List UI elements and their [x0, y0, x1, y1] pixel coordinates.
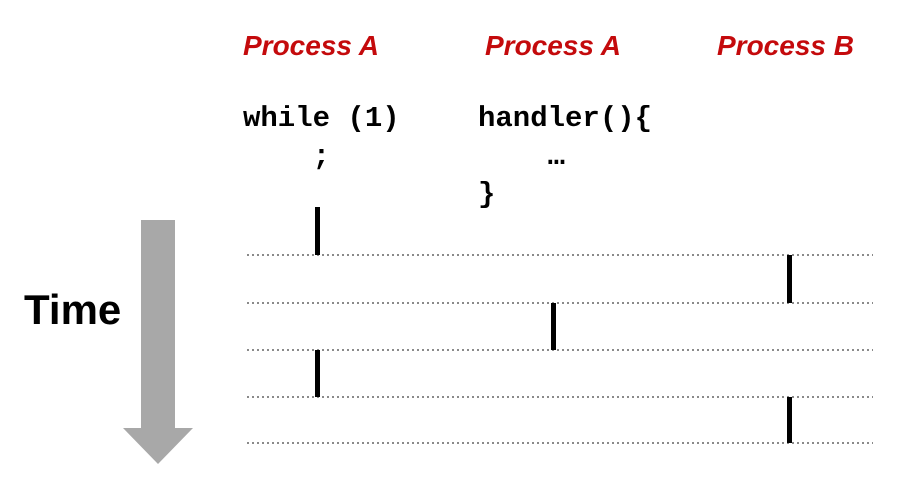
- timeline-dotted-line: [247, 396, 873, 398]
- execution-segment-tick: [787, 255, 792, 303]
- column-header-process-a-2: Process A: [485, 30, 621, 61]
- code-signal-handler: handler(){ … }: [478, 102, 653, 211]
- column-header-process-a-1: Process A: [243, 30, 379, 61]
- execution-segment-tick: [315, 350, 320, 397]
- column-header-process-b: Process B: [717, 30, 854, 61]
- timeline-dotted-line: [247, 349, 873, 351]
- execution-segment-tick: [787, 397, 792, 443]
- timeline-dotted-line: [247, 442, 873, 444]
- code-while-loop: while (1) ;: [243, 102, 400, 173]
- time-down-arrow-icon: [141, 220, 175, 430]
- time-axis-label: Time: [24, 286, 122, 333]
- timeline-dotted-line: [247, 254, 873, 256]
- execution-segment-tick: [551, 303, 556, 350]
- time-down-arrow-head-icon: [123, 428, 193, 464]
- timeline-dotted-line: [247, 302, 873, 304]
- execution-segment-tick: [315, 207, 320, 255]
